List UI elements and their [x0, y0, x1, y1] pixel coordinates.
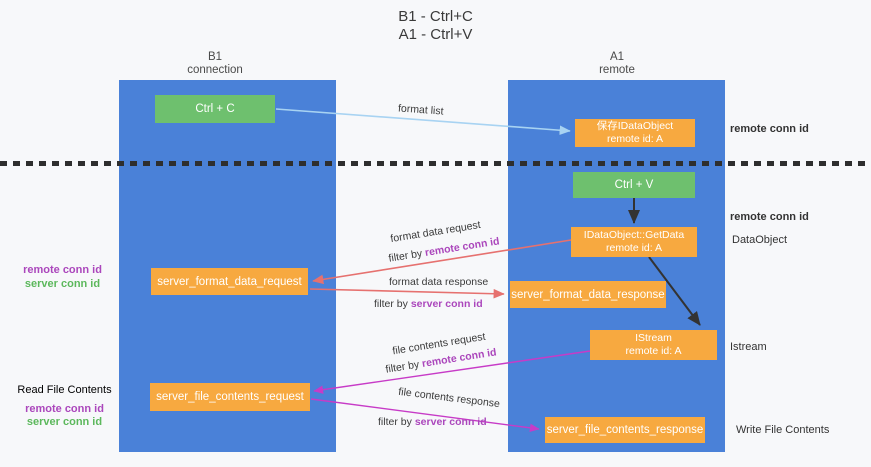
ctrl-c-box: Ctrl + C — [155, 95, 275, 123]
remote-conn-id-text: remote conn id — [424, 235, 501, 259]
file-contents-response-label: file contents response — [397, 385, 501, 411]
istream-line1: IStream — [635, 332, 672, 344]
phase-separator-dashed-line — [0, 161, 871, 166]
server-file-contents-request-box: server_file_contents_request — [150, 383, 310, 411]
read-file-contents-label: Read File Contents — [17, 384, 112, 396]
left-server-conn-id-bottom: server conn id — [26, 416, 103, 428]
server-conn-id-text: server conn id — [414, 416, 487, 428]
right-remote-conn-id-top: remote conn id — [730, 123, 809, 135]
getdata-line2: remote id: A — [605, 242, 663, 254]
left-column-name: B1 — [207, 51, 223, 63]
left-server-conn-id-mid: server conn id — [24, 277, 101, 290]
filter-by-text: filter by — [387, 247, 424, 265]
getdata-box: IDataObject::GetData remote id: A — [571, 227, 697, 257]
left-remote-conn-id-mid: remote conn id — [23, 264, 102, 276]
server-format-data-response-label: server_format_data_response — [511, 288, 665, 301]
title-line-b1: B1 - Ctrl+C — [398, 8, 473, 25]
istream-box: IStream remote id: A — [590, 330, 717, 360]
title-line-a1: A1 - Ctrl+V — [398, 26, 473, 43]
server-file-contents-request-label: server_file_contents_request — [156, 391, 304, 403]
left-column-role: connection — [187, 64, 243, 76]
server-format-data-request-label: server_format_data_request — [157, 275, 302, 288]
server-format-data-request-box: server_format_data_request — [151, 268, 308, 295]
server-format-data-response-box: server_format_data_response — [510, 281, 666, 308]
right-remote-conn-id-mid: remote conn id — [730, 211, 809, 223]
save-dataobject-box: 保存IDataObject remote id: A — [575, 119, 695, 147]
format-data-response-label: format data response — [389, 276, 489, 288]
right-column-header: A1 remote — [557, 51, 677, 77]
dataobject-label: DataObject — [732, 234, 788, 246]
filter-by-text: filter by — [384, 358, 421, 376]
save-dataobject-line1: 保存IDataObject — [596, 120, 674, 132]
right-column-name: A1 — [609, 51, 625, 63]
save-dataobject-line2: remote id: A — [606, 133, 664, 145]
ctrl-c-label: Ctrl + C — [195, 103, 235, 115]
arrow-format-data-response — [309, 288, 505, 299]
server-conn-id-text: server conn id — [410, 298, 483, 310]
ctrl-v-box: Ctrl + V — [573, 172, 695, 198]
server-file-contents-response-label: server_file_contents_response — [546, 424, 704, 436]
read-file-contents-block: Read File Contents remote conn id server… — [12, 384, 117, 430]
filter-by-text: filter by — [378, 416, 412, 428]
format-list-label: format list — [397, 102, 444, 118]
write-file-contents-label: Write File Contents — [736, 424, 830, 436]
istream-side-label: Istream — [730, 341, 767, 353]
ctrl-v-label: Ctrl + V — [614, 179, 654, 191]
getdata-line1: IDataObject::GetData — [583, 229, 685, 241]
left-column-header: B1 connection — [155, 51, 275, 77]
filter-by-text: filter by — [374, 298, 408, 310]
left-mid-conn-id-block: remote conn id server conn id — [15, 264, 110, 291]
diagram-title: B1 - Ctrl+C A1 - Ctrl+V — [0, 8, 871, 44]
right-column-role: remote — [599, 64, 635, 76]
server-file-contents-response-box: server_file_contents_response — [545, 417, 705, 443]
istream-line2: remote id: A — [625, 345, 682, 357]
left-remote-conn-id-bottom: remote conn id — [25, 402, 104, 415]
